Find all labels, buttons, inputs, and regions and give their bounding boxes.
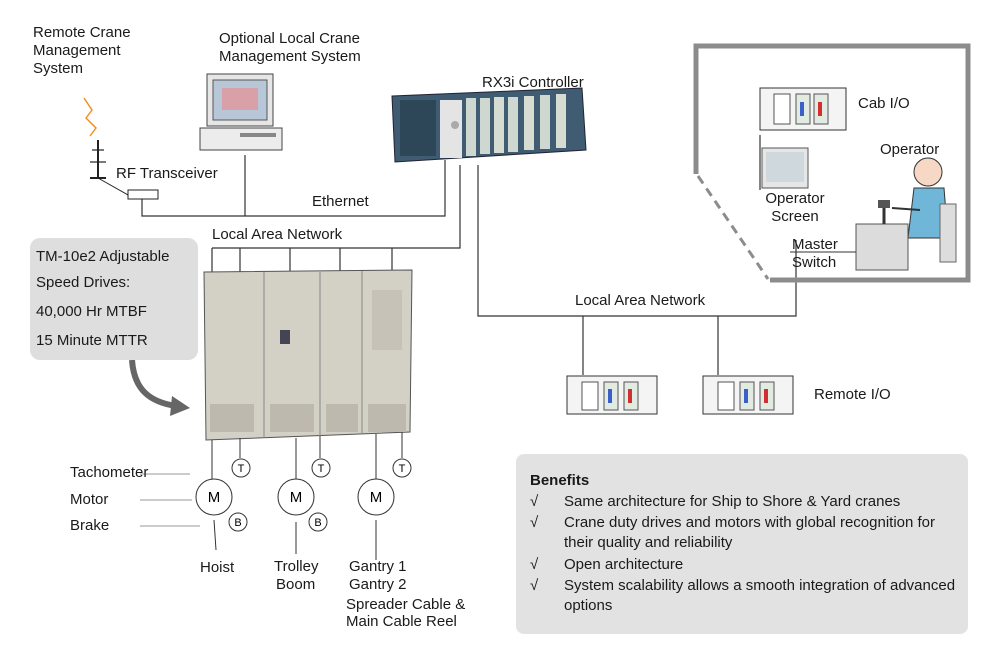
check-icon: √ [530,493,539,510]
trolley-brake-icon [308,512,328,532]
callout-line-2: Speed Drives: [36,274,131,291]
hoist-motor-icon [195,478,233,516]
gantry-motor-icon [357,478,395,516]
cab-io-label: Cab I/O [858,95,910,112]
rf-transceiver-label: RF Transceiver [116,165,218,182]
callout-line-3: 40,000 Hr MTBF [36,303,147,320]
pc-icon [199,73,283,151]
benefit-text: Open architecture [564,556,684,573]
operator-label: Operator [880,141,940,158]
callout-arrow [129,359,177,409]
lan-bottom-label: Local Area Network [575,292,706,309]
check-icon: √ [530,577,539,594]
benefits-title: Benefits [530,472,590,489]
drive-specs-callout: TM-10e2 Adjustable Speed Drives: 40,000 … [30,238,198,360]
main-cable-reel-label: Main Cable Reel [346,613,457,630]
gantry2-label: Gantry 2 [349,576,407,593]
benefit-text: System scalability allows a smooth integ… [564,577,956,614]
benefits-panel: Benefits √ Same architecture for Ship to… [516,454,968,634]
callout-line-4: 15 Minute MTTR [36,332,148,349]
ethernet-label: Ethernet [312,193,369,210]
remote-io-label: Remote I/O [814,386,891,403]
hoist-label: Hoist [200,559,235,576]
lan-top-label: Local Area Network [212,226,343,243]
hoist-brake-icon [228,512,248,532]
tachometer-label: Tachometer [70,464,149,481]
hoist-tach-letter: T [238,463,245,475]
remote-crane-management-label: Remote Crane Management System [33,24,131,77]
motor-label: Motor [70,491,109,508]
brake-label: Brake [70,517,110,534]
boom-label: Boom [276,576,316,593]
trolley-tachometer-icon [311,458,331,478]
master-switch-label: Master Switch [792,236,838,271]
hoist-tachometer-icon [231,458,251,478]
trolley-motor-icon [277,478,315,516]
rx3i-controller-label: RX3i Controller [482,74,584,91]
hoist-brake-letter: B [234,517,241,529]
benefit-text: Same architecture for Ship to Shore & Ya… [564,493,901,510]
rx3i-controller-icon [391,87,587,163]
callout-line-1: TM-10e2 Adjustable [36,248,170,265]
gantry-tachometer-icon [392,458,412,478]
benefit-text: Crane duty drives and motors with global… [564,514,936,551]
remote-io-rack-1 [566,375,658,415]
gantry1-label: Gantry 1 [349,558,407,575]
gantry-motor-letter: M [370,489,383,506]
spreader-cable-label: Spreader Cable & [346,596,466,613]
trolley-motor-letter: M [290,489,303,506]
rf-antenna-icon [83,97,159,200]
trolley-brake-letter: B [314,517,321,529]
trolley-label: Trolley [274,558,319,575]
operator-screen-label: Operator Screen [765,190,825,225]
drive-cabinet [203,269,413,441]
check-icon: √ [530,556,539,573]
trolley-tach-letter: T [318,463,325,475]
local-crane-management-label: Optional Local Crane Management System [219,30,361,65]
operator-cab [693,43,971,283]
gantry-tach-letter: T [399,463,406,475]
check-icon: √ [530,514,539,531]
hoist-motor-letter: M [208,489,221,506]
motor-wiring [140,432,403,560]
remote-io-rack-2 [702,375,794,415]
